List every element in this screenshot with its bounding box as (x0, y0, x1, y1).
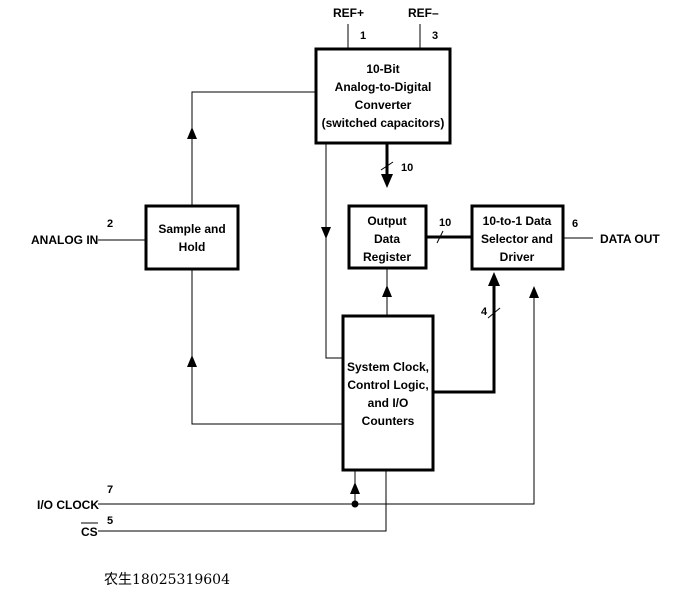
control-bus-width-label: 4 (481, 306, 488, 318)
control-bus-slash (487, 307, 501, 319)
arrow-up-sample-hold-top (187, 127, 197, 139)
output-register-label-line1: Output (367, 214, 406, 228)
register-bus-width-label: 10 (439, 217, 451, 229)
control-to-selector-bus (433, 282, 496, 394)
arrow-down-adc-to-control (321, 227, 331, 239)
io-clock-pin: 7 (107, 484, 113, 496)
arrow-down-adc-bus (381, 174, 393, 188)
ref-minus-pin: 3 (432, 30, 438, 42)
arrow-up-sample-hold-bottom (187, 355, 197, 367)
adc-block: 10-Bit Analog-to-Digital Converter (swit… (314, 47, 452, 145)
sample-hold-label-line1: Sample and (158, 222, 225, 236)
bus-slashes (380, 161, 501, 319)
output-register-label-line3: Register (363, 250, 411, 264)
control-label-line2: Control Logic, (347, 378, 428, 392)
control-to-sample-hold-wire (191, 269, 343, 425)
adc-bus-width-label: 10 (401, 162, 413, 174)
data-out-pin: 6 (572, 218, 578, 230)
wires (98, 24, 593, 532)
adc-label-line2: Analog-to-Digital (335, 80, 432, 94)
arrow-up-io-clock-to-selector (529, 286, 539, 298)
cs-label: CS (81, 525, 98, 539)
control-label-line1: System Clock, (347, 360, 429, 374)
watermark-text: 农生18025319604 (104, 572, 230, 588)
cs-wire (98, 470, 387, 532)
control-label-line4: Counters (362, 414, 415, 428)
selector-label-line3: Driver (500, 250, 535, 264)
selector-label-line2: Selector and (481, 232, 553, 246)
cs-pin: 5 (107, 515, 113, 527)
sample-hold-label-line2: Hold (179, 240, 206, 254)
arrow-up-control-to-register (382, 285, 392, 297)
arrow-up-io-clock-to-control (350, 482, 360, 494)
selector-label-line1: 10-to-1 Data (483, 214, 552, 228)
arrow-up-control-to-selector (488, 272, 500, 286)
analog-in-pin: 2 (107, 218, 113, 230)
sample-hold-to-adc-wire (191, 91, 316, 206)
output-register-label-line2: Data (374, 232, 400, 246)
buses (385, 143, 496, 394)
adc-label-line4: (switched capacitors) (322, 116, 445, 130)
sample-hold-block: Sample and Hold (144, 204, 240, 271)
selector-block: 10-to-1 Data Selector and Driver (470, 204, 565, 271)
register-bus-slash (436, 230, 444, 244)
io-clock-junction-dot (351, 500, 359, 508)
adc-to-control-wire (325, 143, 343, 359)
control-label-line3: and I/O (368, 396, 409, 410)
ref-minus-label: REF– (408, 6, 439, 20)
io-clock-label: I/O CLOCK (37, 498, 99, 512)
arrowheads (187, 127, 539, 508)
ref-plus-pin: 1 (360, 30, 366, 42)
io-clock-wire (98, 288, 535, 505)
adc-label-line3: Converter (355, 98, 412, 112)
adc-bus-slash (380, 161, 394, 171)
analog-in-label: ANALOG IN (31, 233, 98, 247)
data-out-label: DATA OUT (600, 232, 660, 246)
signal-labels: REF+ 1 REF– 3 ANALOG IN 2 DATA OUT 6 I/O… (31, 6, 660, 539)
control-block: System Clock, Control Logic, and I/O Cou… (341, 314, 435, 472)
ref-plus-label: REF+ (333, 6, 364, 20)
adc-label-line1: 10-Bit (366, 62, 399, 76)
output-register-block: Output Data Register (347, 204, 428, 270)
